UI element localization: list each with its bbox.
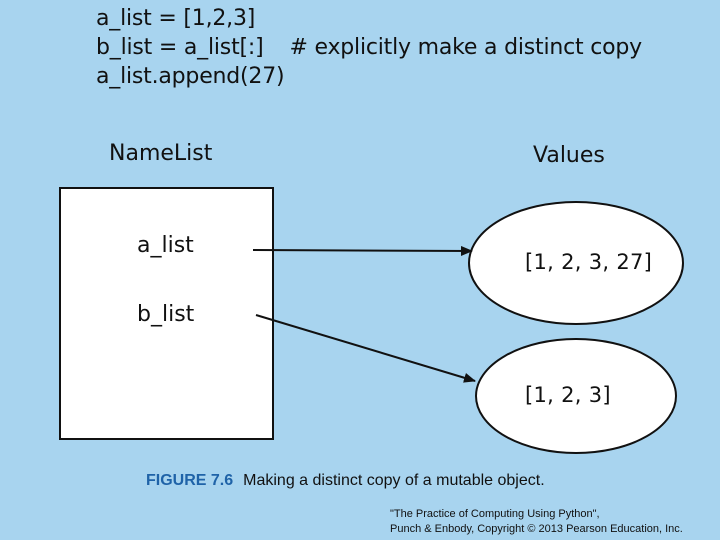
credit-line-2: Punch & Enbody, Copyright © 2013 Pearson… (390, 523, 683, 535)
code-line-2: b_list = a_list[:] # explicitly make a di… (96, 33, 642, 62)
value-object-2 (475, 338, 677, 454)
code-line-1: a_list = [1,2,3] (96, 6, 256, 31)
values-heading: Values (533, 143, 605, 168)
figure-caption: FIGURE 7.6 Making a distinct copy of a mu… (146, 472, 545, 490)
figure-number: FIGURE 7.6 (146, 472, 234, 489)
code-comment: # explicitly make a distinct copy (289, 35, 642, 60)
value-label-1: [1, 2, 3, 27] (525, 250, 653, 274)
copyright-credit: "The Practice of Computing Using Python"… (390, 507, 683, 537)
name-a-list: a_list (137, 233, 194, 258)
value-label-2: [1, 2, 3] (525, 383, 611, 407)
name-b-list: b_list (137, 302, 195, 327)
value-object-1 (468, 201, 684, 325)
reference-arrow-a (252, 245, 473, 256)
namelist-heading: NameList (109, 141, 213, 166)
credit-line-1: "The Practice of Computing Using Python"… (390, 508, 600, 520)
code-block: a_list = [1,2,3] b_list = a_list[:] # exp… (96, 4, 642, 91)
namelist-box (59, 187, 274, 440)
caption-text: Making a distinct copy of a mutable obje… (243, 472, 545, 489)
reference-arrow-b (255, 314, 476, 383)
code-line-3: a_list.append(27) (96, 64, 285, 89)
code-statement: b_list = a_list[:] (96, 35, 264, 60)
